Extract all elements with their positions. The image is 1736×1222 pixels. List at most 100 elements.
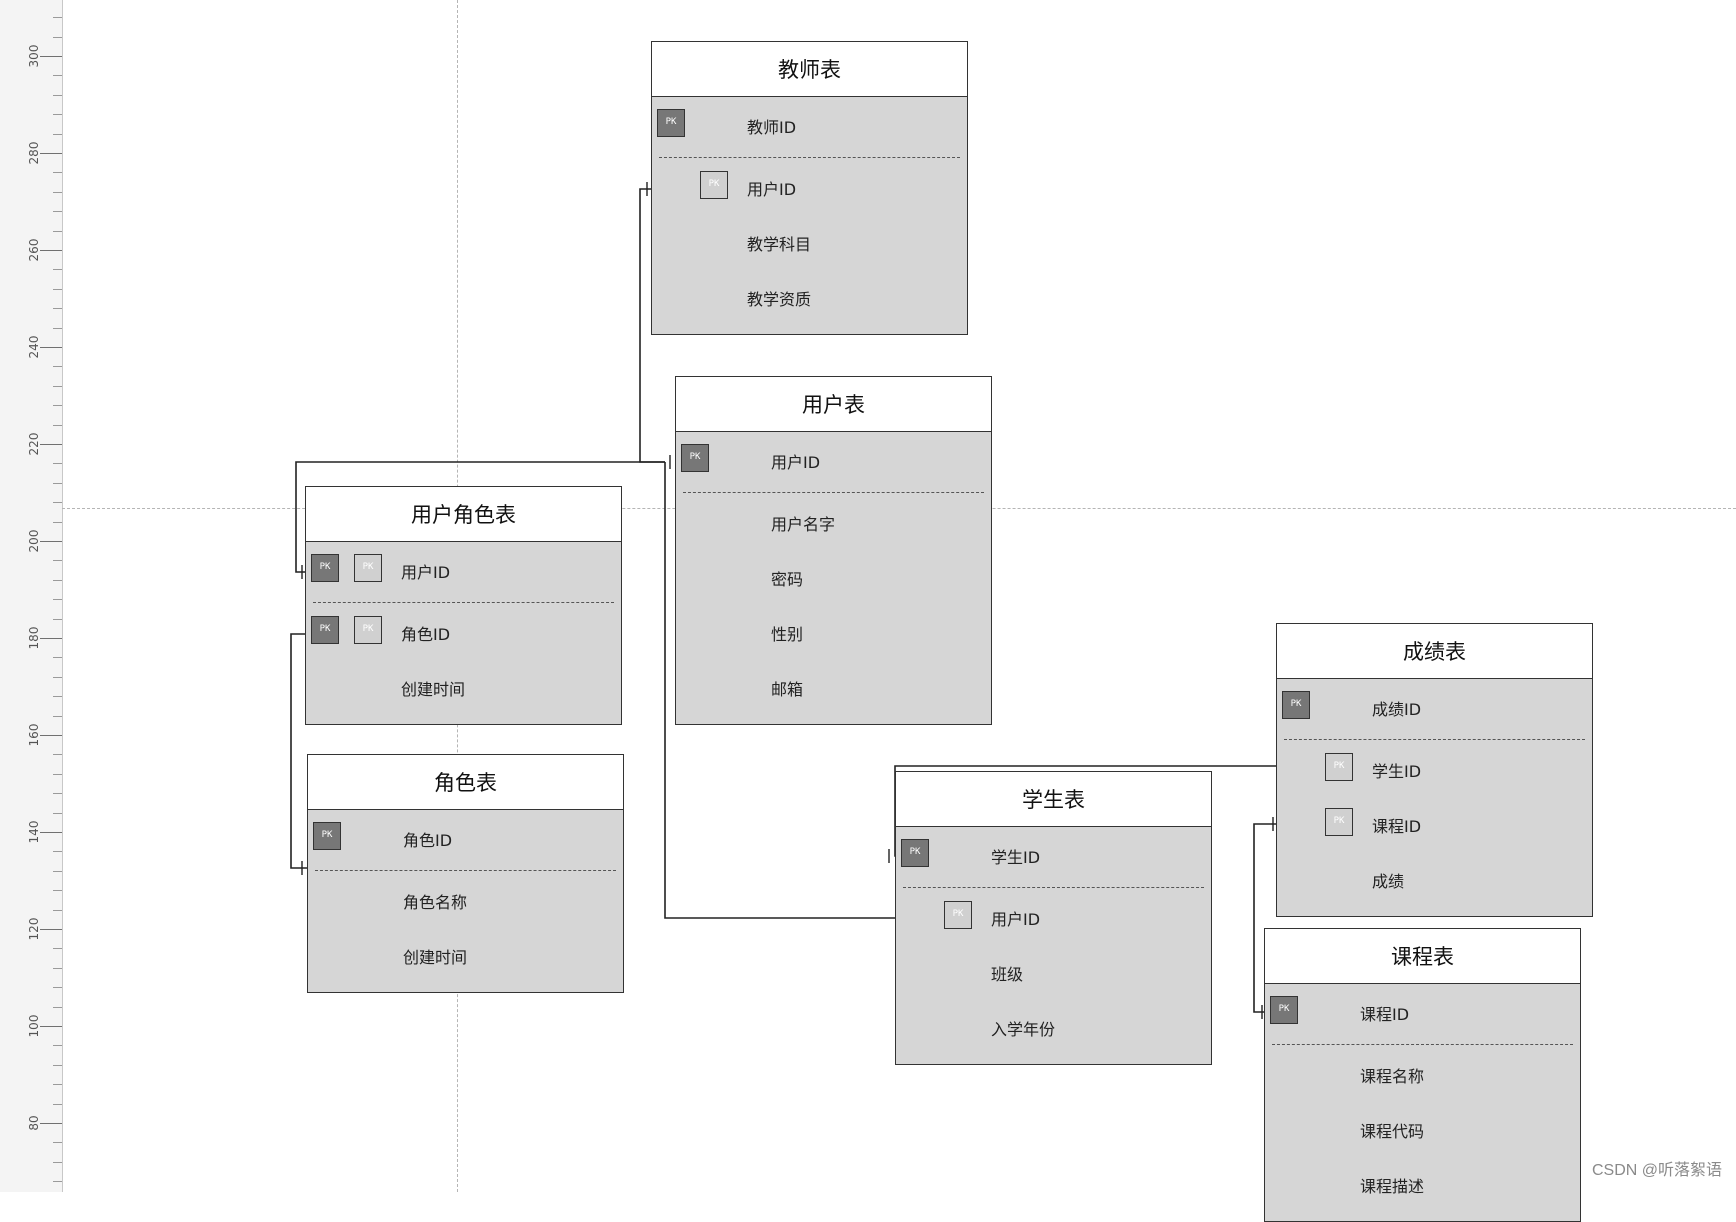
ruler-major-tick — [40, 735, 62, 736]
field-name: 创建时间 — [403, 948, 468, 967]
ruler-minor-tick — [53, 813, 62, 814]
ruler-minor-tick — [53, 289, 62, 290]
primary-key-icon: PK — [1282, 691, 1310, 719]
ruler-minor-tick — [53, 599, 62, 600]
ruler-minor-tick — [53, 172, 62, 173]
ruler-minor-tick — [53, 463, 62, 464]
ruler-minor-tick — [53, 231, 62, 232]
field-row[interactable]: 成绩 — [1277, 851, 1592, 906]
field-row[interactable]: 用户名字 — [676, 494, 991, 549]
ruler-minor-tick — [53, 716, 62, 717]
link-course-score[interactable] — [1253, 823, 1284, 1013]
key-separator — [313, 602, 614, 603]
entity-title: 角色表 — [308, 755, 623, 810]
ruler-minor-tick — [53, 37, 62, 38]
ruler-minor-tick — [53, 308, 62, 309]
field-name: 教师ID — [747, 118, 797, 137]
field-name: 角色ID — [403, 831, 453, 850]
field-name: 教学科目 — [747, 235, 812, 254]
link-user-student[interactable] — [664, 462, 903, 919]
field-row[interactable]: 课程描述 — [1265, 1156, 1580, 1211]
field-name: 成绩 — [1372, 872, 1405, 891]
ruler-minor-tick — [53, 17, 62, 18]
key-separator — [1272, 1044, 1573, 1045]
field-name: 用户ID — [991, 910, 1041, 929]
ruler-minor-tick — [53, 1142, 62, 1143]
key-separator — [903, 887, 1204, 888]
ruler-minor-tick — [53, 134, 62, 135]
ruler-major-tick — [40, 153, 62, 154]
field-name: 课程代码 — [1360, 1122, 1425, 1141]
ruler-minor-tick — [53, 948, 62, 949]
ruler-major-tick — [40, 1123, 62, 1124]
ruler-minor-tick — [53, 1181, 62, 1182]
ruler-minor-tick — [53, 425, 62, 426]
field-name: 课程描述 — [1360, 1177, 1425, 1196]
field-row[interactable]: 课程名称 — [1265, 1046, 1580, 1101]
field-row[interactable]: 邮箱 — [676, 659, 991, 714]
key-separator — [659, 157, 960, 158]
ruler-minor-tick — [53, 619, 62, 620]
field-row[interactable]: 性别 — [676, 604, 991, 659]
entity-title: 成绩表 — [1277, 624, 1592, 679]
field-name: 班级 — [991, 965, 1024, 984]
foreign-key-icon: PK — [354, 554, 382, 582]
field-name: 角色名称 — [403, 893, 468, 912]
ruler-minor-tick — [53, 910, 62, 911]
key-separator — [1284, 739, 1585, 740]
field-row[interactable]: 教学资质 — [652, 269, 967, 324]
field-row[interactable]: PK 课程ID — [1277, 796, 1592, 851]
field-name: 密码 — [771, 570, 804, 589]
field-name: 课程ID — [1372, 817, 1422, 836]
ruler-minor-tick — [53, 75, 62, 76]
ruler-major-tick — [40, 541, 62, 542]
ruler-minor-tick — [53, 405, 62, 406]
field-row[interactable]: 创建时间 — [306, 659, 621, 714]
ruler-minor-tick — [53, 793, 62, 794]
foreign-key-icon: PK — [1325, 808, 1353, 836]
ruler-major-tick — [40, 929, 62, 930]
ruler-minor-tick — [53, 386, 62, 387]
field-row[interactable]: 密码 — [676, 549, 991, 604]
field-row[interactable]: 创建时间 — [308, 927, 623, 982]
ruler-minor-tick — [53, 560, 62, 561]
primary-key-icon: PK — [901, 839, 929, 867]
ruler-major-tick — [40, 444, 62, 445]
field-row[interactable]: 教学科目 — [652, 214, 967, 269]
ruler-major-tick — [40, 638, 62, 639]
link-user-userrole[interactable] — [295, 461, 665, 573]
ruler-minor-tick — [53, 1084, 62, 1085]
ruler-minor-tick — [53, 95, 62, 96]
field-row[interactable]: 课程代码 — [1265, 1101, 1580, 1156]
field-name: 用户名字 — [771, 515, 836, 534]
field-name: 课程名称 — [1360, 1067, 1425, 1086]
ruler-minor-tick — [53, 677, 62, 678]
field-row[interactable]: PK 学生ID — [896, 827, 1211, 889]
field-row[interactable]: 入学年份 — [896, 999, 1211, 1054]
field-name: 邮箱 — [771, 680, 804, 699]
ruler-minor-tick — [53, 1065, 62, 1066]
field-row[interactable]: 角色名称 — [308, 872, 623, 927]
field-row[interactable]: 班级 — [896, 944, 1211, 999]
field-name: 学生ID — [991, 848, 1041, 867]
ruler-major-tick — [40, 1026, 62, 1027]
field-name: 性别 — [771, 625, 804, 644]
